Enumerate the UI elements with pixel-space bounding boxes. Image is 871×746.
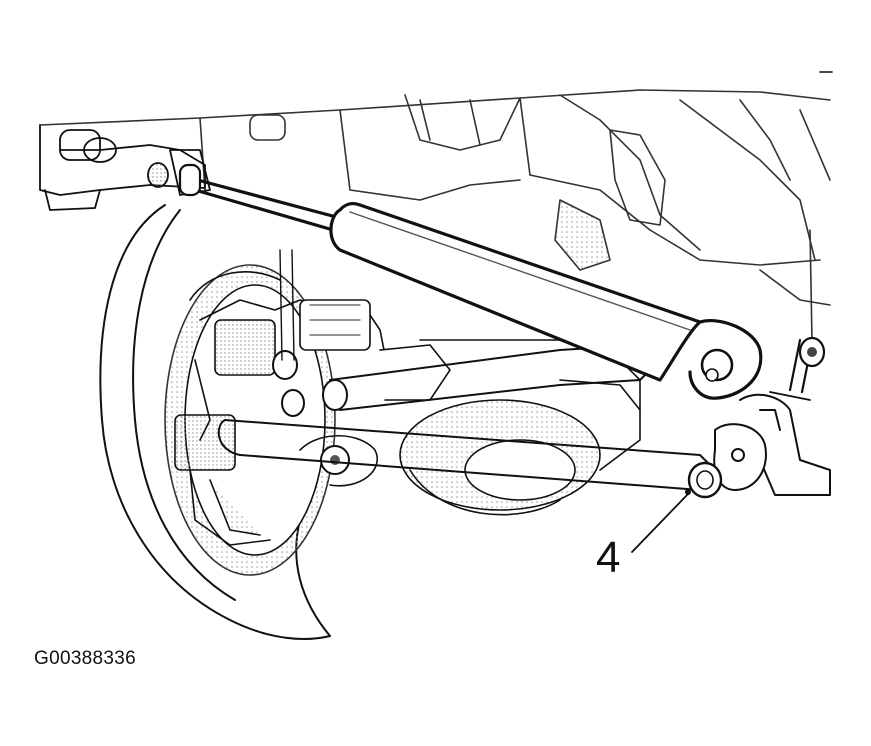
figure-id: G00388336	[34, 648, 137, 669]
callout-leader-line	[632, 494, 688, 552]
shackle-bracket	[714, 395, 830, 495]
differential-housing	[380, 340, 640, 515]
nut	[685, 463, 721, 497]
shock-mount-bolt	[770, 338, 824, 400]
underbody-frame	[40, 72, 832, 340]
upper-mount-bracket	[40, 125, 210, 210]
callout-label: 4	[596, 533, 621, 582]
wheel-hub-assembly	[165, 250, 390, 575]
shock-absorber	[180, 165, 761, 398]
